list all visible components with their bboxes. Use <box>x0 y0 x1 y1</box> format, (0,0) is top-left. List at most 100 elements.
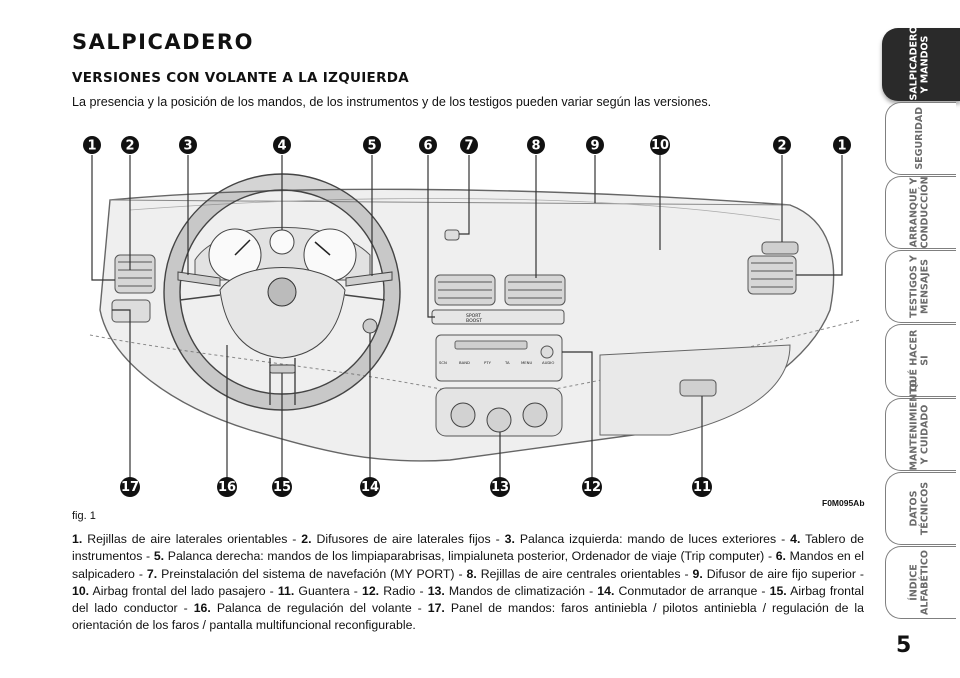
sport-label: SPORT <box>466 313 481 319</box>
callout-marker: 4 <box>273 136 291 154</box>
legend-number: 5. <box>153 549 165 564</box>
tab-indice[interactable]: ÍNDICE ALFABÉTICO <box>880 546 960 619</box>
tab-datos[interactable]: DATOS TÉCNICOS <box>880 472 960 545</box>
legend-number: 12. <box>362 583 380 598</box>
svg-text:5: 5 <box>367 139 376 154</box>
legend-number: 14. <box>597 583 615 598</box>
legend-number: 9. <box>692 566 703 581</box>
chapter-sidebar: SALPICADERO Y MANDOS SEGURIDAD ARRANQUE … <box>880 25 960 620</box>
callout-marker: 16 <box>217 477 237 497</box>
callout-marker: 15 <box>272 477 292 497</box>
callout-marker: 6 <box>419 136 437 154</box>
radio-button-label: MENU <box>521 360 533 365</box>
figure-label: fig. 1 <box>72 510 96 522</box>
svg-text:16: 16 <box>218 480 236 495</box>
tab-salpicadero[interactable]: SALPICADERO Y MANDOS <box>880 25 960 101</box>
legend-text: Rejillas de aire centrales orientables - <box>480 566 693 581</box>
legend-number: 2. <box>301 532 312 546</box>
left-side-vent <box>114 254 156 294</box>
page-number: 5 <box>896 633 912 658</box>
right-side-vent <box>747 255 797 295</box>
tab-seguridad[interactable]: SEGURIDAD <box>880 102 960 175</box>
ignition-switch <box>362 318 378 334</box>
tab-arranque[interactable]: ARRANQUE Y CONDUCCIÓN <box>880 176 960 249</box>
svg-text:15: 15 <box>273 480 291 495</box>
glovebox-handle <box>679 379 717 397</box>
dash-button-strip <box>431 309 565 325</box>
callouts-bottom: 17 16 15 14 13 12 11 <box>120 477 712 497</box>
tab-que-hacer[interactable]: QUÉ HACER SI <box>880 324 960 397</box>
abarth-logo <box>267 277 297 307</box>
legend-text: Preinstalación del sistema de navefación… <box>161 566 467 581</box>
figure-legend: 1. Rejillas de aire laterales orientable… <box>72 531 864 635</box>
tab-mantenimiento[interactable]: MANTENIMIENTO Y CUIDADO <box>880 379 960 471</box>
radio-button-label: PTY <box>484 360 492 365</box>
callouts-top: 1 2 3 4 5 6 7 8 9 10 2 1 <box>83 135 851 155</box>
legend-number: 17. <box>427 601 445 616</box>
climate-knob-left <box>450 402 476 428</box>
legend-number: 1. <box>72 532 83 546</box>
steering-wheel-hub <box>219 267 346 359</box>
tab-label: ARRANQUE Y CONDUCCIÓN <box>908 176 931 249</box>
svg-text:2: 2 <box>777 139 786 154</box>
boost-label: BOOST <box>466 318 482 324</box>
legend-text: Palanca de regulación del volante - <box>216 601 428 616</box>
page-title: SALPICADERO <box>72 30 254 54</box>
tab-label: TESTIGOS Y MENSAJES <box>908 255 931 318</box>
nav-port <box>444 229 460 241</box>
legend-number: 10. <box>72 583 90 598</box>
legend-number: 6. <box>775 549 786 564</box>
right-fixed-diffuser <box>761 241 799 255</box>
callout-marker: 9 <box>586 136 604 154</box>
radio-buttons: SCN BAND PTY TA MENU AUDIO <box>439 360 554 365</box>
svg-text:7: 7 <box>464 139 473 154</box>
callout-marker: 2 <box>121 136 139 154</box>
svg-text:4: 4 <box>277 139 286 154</box>
right-stalk <box>345 271 393 287</box>
legend-text: Radio - <box>383 583 428 598</box>
legend-text: Mandos en el salpicadero - <box>72 549 864 581</box>
legend-number: 7. <box>146 566 158 581</box>
radio-button-label: SCN <box>439 360 447 365</box>
legend-text: Guantera - <box>298 583 362 598</box>
legend-text: Palanca derecha: mandos de los limpiapar… <box>167 549 776 564</box>
svg-text:13: 13 <box>491 480 509 495</box>
legend-number: 11. <box>277 583 295 598</box>
callout-marker: 11 <box>692 477 712 497</box>
callout-marker: 5 <box>363 136 381 154</box>
legend-text: Airbag frontal del lado conductor - <box>72 583 865 616</box>
tab-label: SALPICADERO Y MANDOS <box>908 25 931 101</box>
figure-code: F0M095Ab <box>822 498 865 508</box>
callout-marker: 17 <box>120 477 140 497</box>
svg-text:12: 12 <box>583 480 601 495</box>
dashboard-illustration: SPORT BOOST SCN BAND PTY TA MENU AUDIO <box>83 135 861 497</box>
legend-text: Palanca izquierda: mando de luces exteri… <box>519 532 791 546</box>
tab-testigos[interactable]: TESTIGOS Y MENSAJES <box>880 250 960 323</box>
left-control-panel <box>111 299 151 323</box>
legend-number: 4. <box>790 532 801 546</box>
callout-marker: 8 <box>527 136 545 154</box>
callout-marker: 10 <box>650 135 670 155</box>
radio-button-label: AUDIO <box>542 360 554 365</box>
legend-number: 3. <box>504 532 515 546</box>
climate-knob-center <box>486 407 512 433</box>
callout-marker: 14 <box>360 477 380 497</box>
radio-button-label: TA <box>504 360 510 365</box>
svg-text:17: 17 <box>121 480 139 495</box>
legend-text: Tablero de instrumentos - <box>72 532 865 564</box>
callout-marker: 7 <box>460 136 478 154</box>
svg-text:10: 10 <box>651 138 669 153</box>
legend-text: Conmutador de arranque - <box>618 583 770 598</box>
callout-marker: 13 <box>490 477 510 497</box>
climate-knob-right <box>522 402 548 428</box>
svg-text:1: 1 <box>87 139 96 154</box>
svg-text:11: 11 <box>693 480 711 495</box>
callout-marker: 2 <box>773 136 791 154</box>
tab-label: MANTENIMIENTO Y CUIDADO <box>908 379 931 471</box>
callout-marker: 1 <box>83 136 101 154</box>
left-stalk <box>177 271 221 287</box>
legend-number: 13. <box>427 583 445 598</box>
legend-text: Mandos de climatización - <box>448 583 598 598</box>
section-heading: VERSIONES CON VOLANTE A LA IZQUIERDA <box>72 70 410 86</box>
legend-text: Airbag frontal del lado pasajero - <box>92 583 278 598</box>
